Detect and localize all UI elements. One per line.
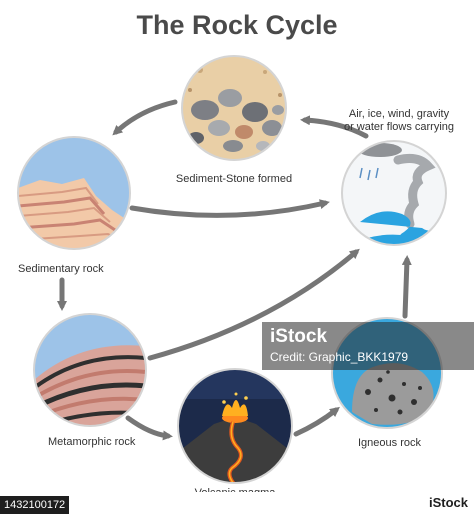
metamorphic-circle <box>33 313 147 427</box>
weathering-label-line2: or water flows carrying <box>343 121 455 133</box>
arrow-metamorphic-to-weathering <box>147 248 360 361</box>
weathering-label: Air, ice, wind, gravity or water flows c… <box>336 108 462 134</box>
weathering-circle <box>341 140 447 246</box>
metamorphic-label: Metamorphic rock <box>48 436 136 448</box>
sedimentary-circle <box>17 136 131 250</box>
arrow-weathering-to-sediment <box>300 115 369 139</box>
footer-image-id: 1432100172 <box>0 496 70 514</box>
sedimentary-label: Sedimentary rock <box>18 263 104 275</box>
igneous-label: Igneous rock <box>358 437 421 449</box>
footer-logo: iStock <box>428 495 468 510</box>
watermark-logo: iStock <box>270 326 328 347</box>
footer-bar <box>0 492 474 516</box>
diagram-title: The Rock Cycle <box>136 10 338 40</box>
arrow-sediment-to-sedimentary <box>112 99 178 136</box>
magma-circle <box>177 368 293 484</box>
watermark-credit: Credit: Graphic_BKK1979 <box>270 350 409 364</box>
arrow-metamorphic-to-magma <box>125 415 173 441</box>
arrow-magma-to-igneous <box>293 406 340 437</box>
cycle-arrows <box>57 99 412 441</box>
watermark-banner <box>262 322 474 370</box>
arrow-igneous-to-weathering <box>401 255 412 319</box>
arrow-sedimentary-to-weathering <box>129 199 330 218</box>
sediment-label: Sediment-Stone formed <box>175 173 293 185</box>
sediment-circle <box>181 55 287 161</box>
weathering-label-line1: Air, ice, wind, gravity <box>348 108 450 120</box>
